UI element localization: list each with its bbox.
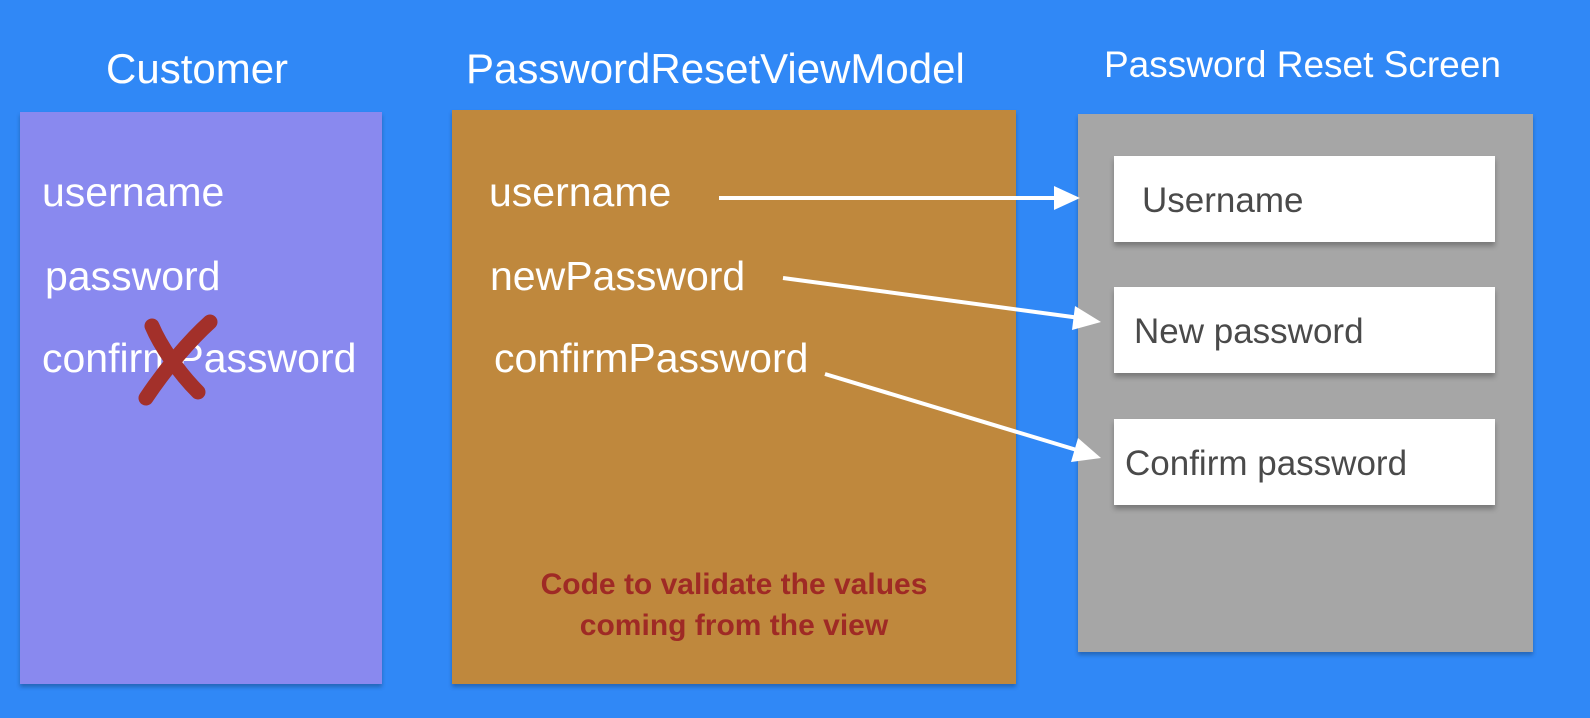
validation-note-line-2: coming from the view (579, 609, 889, 642)
customer-field-username: username (42, 169, 225, 215)
confirm-password-input[interactable]: Confirm password (1114, 419, 1495, 505)
screen-title: Password Reset Screen (1104, 44, 1501, 85)
viewmodel-field-new-password: newPassword (490, 253, 746, 299)
customer-field-confirm-password: confirmPassword (42, 335, 357, 381)
validation-note-line-1: Code to validate the values (540, 568, 928, 601)
arrowhead-username (1054, 186, 1080, 210)
new-password-input[interactable]: New password (1114, 287, 1495, 373)
username-input[interactable]: Username (1114, 156, 1495, 242)
viewmodel-field-username: username (489, 169, 672, 215)
customer-title: Customer (106, 45, 289, 92)
validation-note: Code to validate the values coming from … (452, 564, 1016, 646)
viewmodel-field-confirm-password: confirmPassword (494, 335, 809, 381)
customer-field-password: password (45, 253, 221, 299)
viewmodel-title: PasswordResetViewModel (466, 45, 965, 92)
